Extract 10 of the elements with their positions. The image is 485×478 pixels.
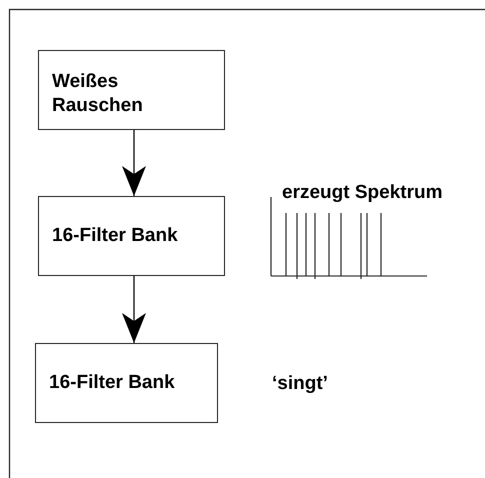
spectrum-label: erzeugt Spektrum: [282, 182, 442, 204]
box-label: Weißes Rauschen: [52, 70, 144, 118]
arrow: [122, 276, 146, 343]
process-box: [35, 343, 218, 423]
box-label: 16-Filter Bank: [52, 224, 178, 248]
output-label: ‘singt’: [272, 373, 328, 395]
process-box: [38, 50, 225, 130]
box-label: 16-Filter Bank: [49, 371, 175, 395]
process-box: [38, 196, 225, 276]
arrow: [122, 130, 146, 196]
